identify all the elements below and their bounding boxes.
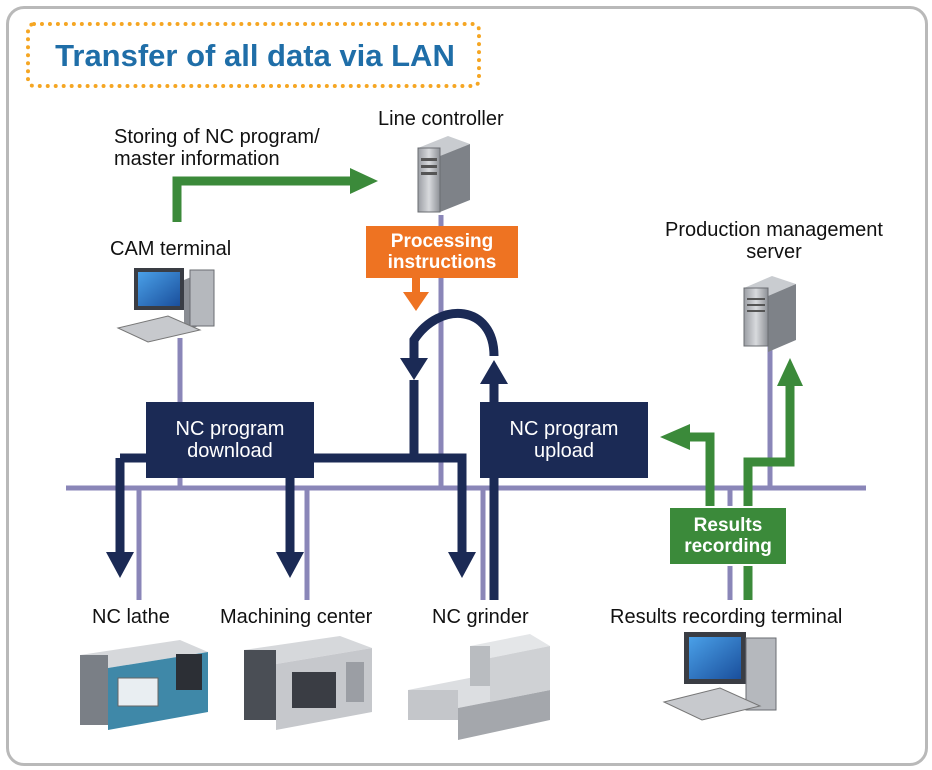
line-controller-label: Line controller [378,108,504,130]
results-terminal-label: Results recording terminal [610,606,843,628]
nc-download-box: NC program download [146,402,314,478]
computer-icon [116,268,215,343]
storing-label-line2: master information [114,148,280,170]
production-server-label-line2: server [746,241,802,263]
machining-center-icon [244,636,372,730]
computer-icon [662,632,777,721]
nc-lathe-label: NC lathe [92,606,170,628]
nc-grinder-label: NC grinder [432,606,529,628]
server-icon [743,276,796,352]
diagram-title: Transfer of all data via LAN [55,38,455,73]
results-recording-label-line2: recording [684,536,772,557]
processing-instructions-box: Processing instructions [366,226,518,278]
storing-label-line1: Storing of NC program/ [114,126,320,148]
production-server-label-line1: Production management [665,219,883,241]
results-recording-box: Results recording [668,506,788,566]
storing-arrow [172,168,378,222]
nc-download-label-line1: NC program [175,418,285,440]
title-box [26,22,481,88]
processing-label-line2: instructions [387,252,497,273]
server-icon [417,136,470,213]
storing-label: Storing of NC program/ master informatio… [114,126,320,170]
loop-arrow [400,308,499,458]
nc-upload-label-line2: upload [533,440,595,462]
results-recording-label-line1: Results [693,515,763,536]
cam-terminal-label: CAM terminal [110,238,232,260]
processing-arrow [403,278,429,311]
lathe-icon [80,640,208,730]
nc-upload-label-line1: NC program [509,418,619,440]
nc-upload-box: NC program upload [480,402,648,478]
processing-label-line1: Processing [390,231,494,252]
machining-center-label: Machining center [220,606,373,628]
production-server-label: Production management server [646,219,902,263]
grinder-icon [408,634,550,740]
nc-download-label-line2: download [187,440,273,462]
